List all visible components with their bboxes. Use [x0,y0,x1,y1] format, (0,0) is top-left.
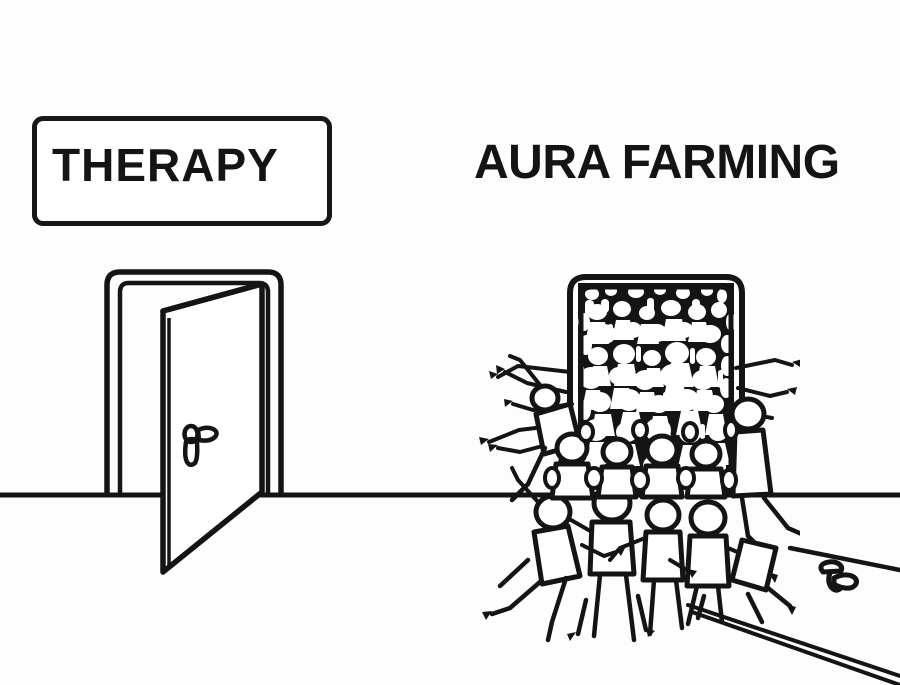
crowd-hands-right [787,359,800,395]
door-frame-inner-right [578,284,734,497]
stick-figure-lower-3 [608,497,686,637]
left-door-group [104,269,284,575]
crowd-legs [497,557,707,637]
door-frame-inner [117,280,271,495]
door-top-edge [160,281,265,314]
door-frame-outer [104,269,284,495]
crowd-hands-left [479,365,513,452]
stick-figure-lower-2 [587,483,637,643]
crowd-spilling-out [479,354,800,643]
crowd-feet [567,628,655,641]
aura-farming-label: AURA FARMING [474,136,840,189]
stick-figure-left-leaning [508,354,583,503]
crowd-mid-tier [549,431,728,501]
stick-figure-lower-5 [729,537,796,625]
perspective-wall-line [787,545,900,573]
door-frame-outer-right [567,274,745,497]
crowd-filler-blobs [543,419,739,492]
crowd-low-arms [580,543,692,574]
door-handle-icon[interactable] [182,423,219,467]
therapy-label: THERAPY [52,139,279,191]
shoe-icon [818,559,859,593]
stick-figure-lower-1 [482,466,613,643]
therapy-sign-box [32,116,332,226]
crowd-low-hands [616,548,697,578]
